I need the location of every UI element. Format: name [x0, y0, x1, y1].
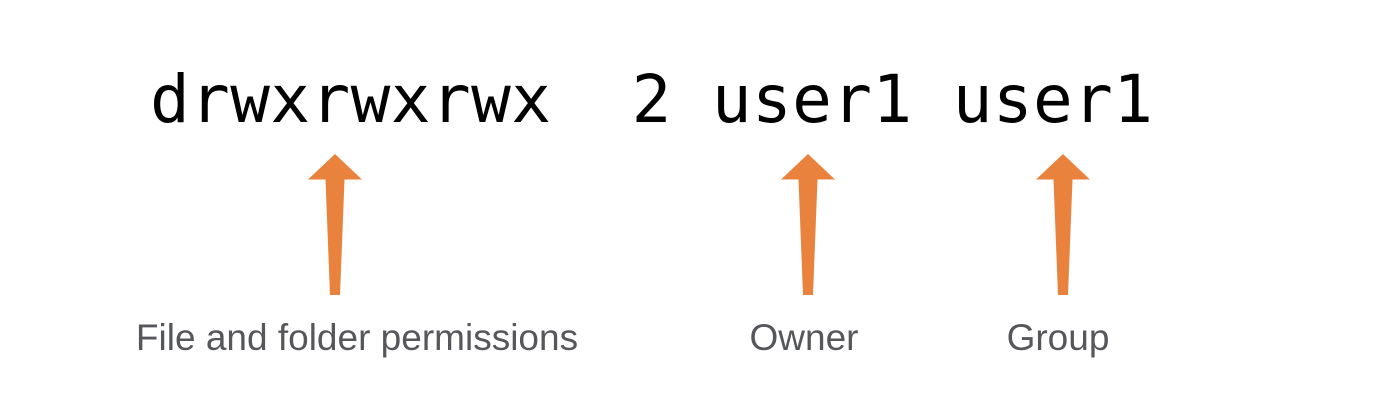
- up-arrow-shape: [781, 154, 835, 295]
- up-arrow-icon: [308, 154, 362, 295]
- label-file-and-folder-permissions: File and folder permissions: [135, 317, 579, 358]
- label-owner: Owner: [749, 317, 859, 358]
- up-arrow-shape: [308, 154, 362, 295]
- up-arrow-icon: [1036, 154, 1090, 295]
- command-output-text: drwxrwxrwx 2 user1 user1: [150, 61, 1154, 138]
- up-arrow-icon: [781, 154, 835, 295]
- label-group: Group: [1006, 317, 1110, 358]
- up-arrow-shape: [1036, 154, 1090, 295]
